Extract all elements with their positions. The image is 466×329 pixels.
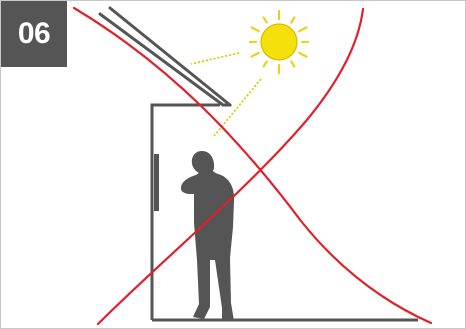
person-silhouette-icon (181, 151, 234, 321)
sun-ray (264, 62, 267, 67)
sun-light-beams (191, 53, 261, 136)
sun-core (261, 24, 297, 60)
light-beam-upper (191, 53, 239, 64)
sun-ray (299, 27, 306, 31)
sun-ray (264, 17, 267, 22)
cross-line-ascending (98, 9, 363, 324)
sun-ray (252, 27, 259, 31)
awning-roof (100, 8, 230, 105)
sun-ray (299, 53, 306, 57)
sun-ray (252, 53, 259, 57)
sun-ray (291, 62, 294, 67)
awning-top-edge (110, 8, 230, 105)
sun-icon (250, 11, 308, 73)
sun-ray (291, 17, 294, 22)
door-frame (152, 105, 418, 320)
awning-bottom-edge (100, 14, 223, 105)
door-handle (154, 154, 159, 211)
step-number-text: 06 (18, 17, 50, 51)
step-number-badge: 06 (1, 1, 67, 67)
